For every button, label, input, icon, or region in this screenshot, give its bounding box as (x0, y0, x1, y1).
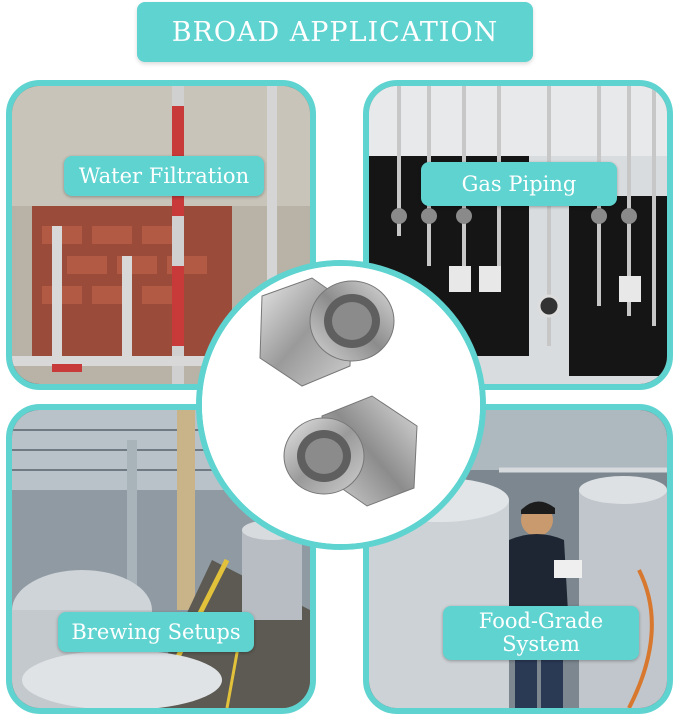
food-grade-label-line2: System (502, 632, 580, 656)
food-grade-system-label: Food-Grade System (443, 606, 639, 660)
panel-water-filtration: Water Filtration (6, 80, 316, 390)
page-title: BROAD APPLICATION (137, 2, 533, 62)
food-grade-label-line1: Food-Grade (478, 609, 604, 633)
water-filtration-label: Water Filtration (64, 156, 264, 196)
center-product-circle (196, 260, 486, 550)
brewing-setups-label: Brewing Setups (58, 612, 254, 652)
gas-piping-label: Gas Piping (421, 162, 617, 206)
union-fittings-image (202, 266, 480, 544)
